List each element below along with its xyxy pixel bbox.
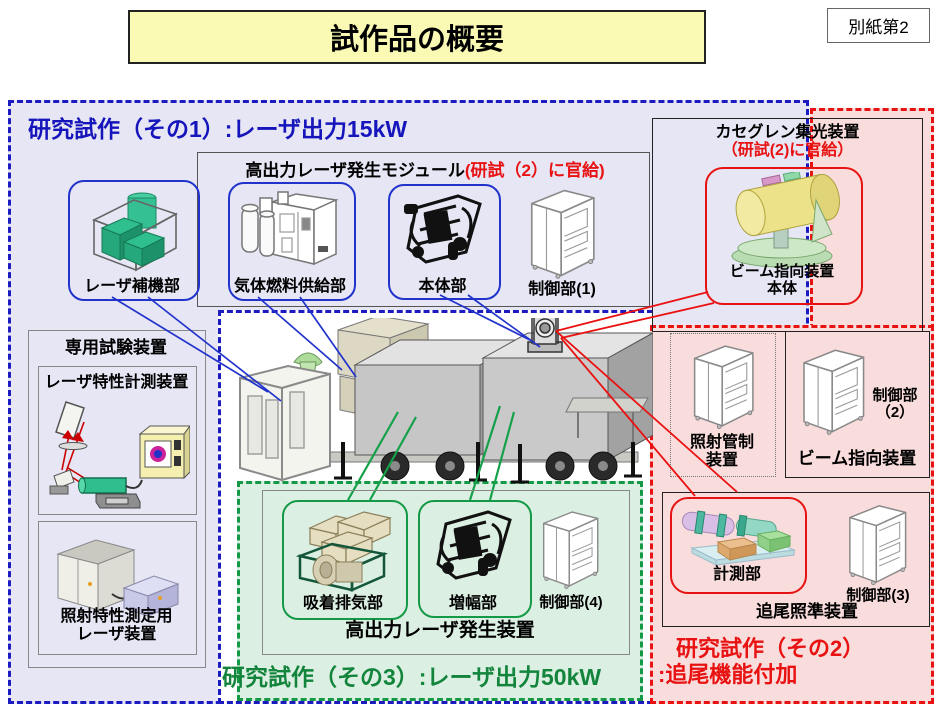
control4-cabinet-illustration: [538, 506, 602, 592]
measurement-box: [670, 497, 807, 594]
laser-module-title: 高出力レーザ発生モジュール(研試（2）に官給): [205, 156, 645, 181]
laser-aux-label: レーザ補機部: [84, 278, 180, 295]
main-unit-box: [388, 184, 501, 300]
gas-fuel-box: [228, 182, 356, 301]
laser-module-title-text: 高出力レーザ発生モジュール: [245, 161, 465, 180]
laser-generator-label: 高出力レーザ発生装置: [345, 620, 535, 641]
control3-label: 制御部(3): [846, 587, 910, 604]
zone2-title-line1: 研究試作（その2）: [676, 636, 865, 661]
main-unit-illustration: [404, 194, 482, 264]
laser-aux-illustration: [92, 192, 178, 272]
irradiation-laser-label: 照射特性測定用 レーザ装置: [40, 608, 193, 644]
beam-pointing-box: [785, 331, 930, 478]
page-title: 試作品の概要: [128, 10, 706, 64]
adsorption-illustration: [295, 511, 392, 592]
zone1-title: 研究試作（その1）:レーザ出力15kW: [28, 116, 408, 142]
irradiation-laser-illustration: [56, 539, 180, 617]
irradiation-laser-label-line2: レーザ装置: [76, 625, 157, 643]
main-unit-label: 本体部: [418, 278, 467, 295]
laser-generator-box: [262, 490, 630, 655]
beam-pointing-label: ビーム指向装置: [797, 449, 917, 468]
adsorption-label: 吸着排気部: [302, 595, 383, 612]
test-equipment-title: 専用試験装置: [65, 338, 167, 357]
amplifier-label: 増幅部: [448, 595, 497, 612]
beam-body-illustration: [731, 172, 840, 268]
control1-cabinet-illustration: [524, 184, 600, 282]
laser-module-supply-note: (研試（2）に官給): [464, 161, 605, 180]
irradiation-control-cabinet-illustration: [688, 340, 758, 432]
zone2-title-line2: :追尾機能付加: [658, 662, 798, 688]
measurement-illustration: [681, 510, 796, 566]
irradiation-control-label-line2: 装置: [705, 451, 738, 469]
zone2-title: 研究試作（その2） :追尾機能付加: [658, 636, 864, 689]
beam-body-label: ビーム指向装置 本体: [706, 263, 858, 298]
amplifier-box: [418, 500, 532, 618]
tracking-aiming-label: 追尾照準装置: [756, 602, 858, 621]
optical-bench-illustration: [49, 401, 190, 509]
control2-label-line2: （2）: [875, 403, 915, 421]
trailer-illustration: [239, 318, 653, 484]
amplifier-illustration: [436, 510, 512, 580]
cassegrain-supply-note: （研試(2)に官給）: [721, 142, 854, 159]
gas-fuel-label: 気体燃料供給部: [233, 278, 346, 295]
beam-body-label-line2: 本体: [766, 279, 797, 297]
laser-measurement-label: レーザ特性計測装置: [44, 374, 189, 391]
beam-body-box: [705, 167, 863, 305]
irradiation-laser-box: [38, 521, 197, 655]
irradiation-control-label-line1: 照射管制: [689, 434, 754, 451]
control1-label: 制御部(1): [528, 281, 596, 298]
control2-label-line1: 制御部: [872, 387, 918, 404]
tracking-aiming-box: [662, 492, 930, 627]
measurement-label: 計測部: [712, 566, 761, 583]
control2-label: 制御部 （2）: [866, 387, 924, 422]
control4-label: 制御部(4): [539, 594, 603, 611]
beam-body-label-line1: ビーム指向装置: [729, 263, 835, 280]
laser-aux-box: [68, 180, 200, 301]
adsorption-box: [282, 500, 408, 620]
ref-badge: 別紙第2: [827, 8, 930, 43]
laser-module-box: [197, 152, 650, 307]
zone3-title: 研究試作（その3）:レーザ出力50kW: [222, 664, 602, 690]
irradiation-control-label: 照射管制 装置: [672, 434, 772, 470]
control3-cabinet-illustration: [844, 500, 910, 588]
gas-fuel-illustration: [241, 191, 339, 266]
cassegrain-title: カセグレン集光装置: [715, 124, 860, 141]
irradiation-laser-label-line1: 照射特性測定用: [60, 608, 173, 625]
control2-cabinet-illustration: [797, 344, 869, 438]
